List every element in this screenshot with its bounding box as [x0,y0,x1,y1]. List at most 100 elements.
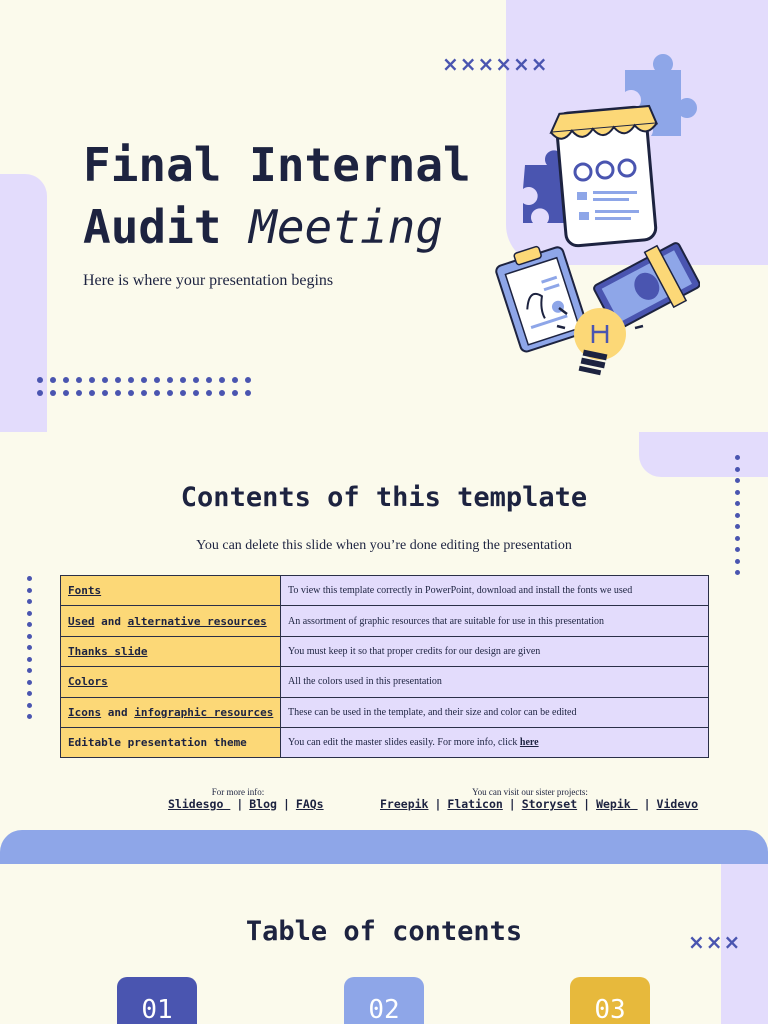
footer-link[interactable]: FAQs [295,797,324,811]
dot-decoration [141,390,147,396]
dot-decoration [193,390,199,396]
resource-name-cell: Colors [60,666,281,698]
resource-description-cell: An assortment of graphic resources that … [280,605,709,637]
cash-bundle-icon [593,242,700,331]
resource-name-cell: Thanks slide [60,635,281,668]
dot-decoration [154,377,160,383]
dot-decoration [735,570,740,575]
dot-decoration [27,691,32,696]
dot-decoration [735,489,740,495]
slide-heading: Table of contents [245,916,523,947]
dot-decoration [89,377,95,383]
resource-name-cell: Fonts [60,574,281,607]
dot-decoration [27,668,32,673]
resource-description-cell: To view this template correctly in Power… [280,574,709,607]
dot-decoration [128,377,134,383]
shopping-business-illustration [495,54,700,376]
footer-link[interactable]: Freepik [380,797,429,811]
dot-decoration [27,702,32,708]
dot-decoration [27,610,32,616]
dot-decoration [128,390,134,396]
dot-decoration [735,547,740,552]
dot-decoration [193,377,199,383]
clipboard-report-icon [495,245,589,353]
resource-link[interactable]: Colors [68,675,108,689]
dot-decoration [115,377,121,383]
dot-decoration [232,377,238,383]
section-number: 03 [594,995,626,1024]
resource-description: To view this template correctly in Power… [288,585,633,597]
dot-decoration [89,390,95,396]
title-line-2-plain: Audit [83,200,250,254]
dot-decoration [141,377,147,383]
link-separator: | [434,797,442,811]
resource-text: and [94,614,128,628]
dot-decoration [219,377,225,383]
link-separator: | [508,797,516,811]
resource-description-cell: You can edit the master slides easily. F… [280,726,709,759]
dot-decoration [27,633,32,639]
lavender-tab-decoration [639,432,768,477]
footer-link[interactable]: Videvo [656,797,699,811]
resource-description-cell: All the colors used in this presentation [280,666,709,698]
dot-decoration [115,390,121,396]
dot-decoration [27,599,32,604]
resource-name-cell: Used and alternative resources [60,605,281,637]
dot-decoration [232,390,238,396]
slide-subheading: You can delete this slide when you’re do… [196,538,572,553]
dot-decoration [27,576,32,581]
sister-projects-block: You can visit our sister projects: Freep… [380,787,698,811]
resource-description: You must keep it so that proper credits … [288,645,541,657]
resource-link[interactable]: Icons [68,705,102,719]
table-row: Fonts To view this template correctly in … [60,574,709,607]
dot-decoration [76,377,82,383]
smartphone-store-icon [549,104,659,248]
table-of-contents-slide: Table of contents ××× 01 02 03 [0,864,768,1024]
dot-decoration [50,390,56,396]
resource-description: All the colors used in this presentation [288,676,442,688]
footer-link[interactable]: Slidesgo [168,797,231,811]
section-number: 02 [368,995,400,1024]
here-link[interactable]: here [519,737,539,749]
resource-link[interactable]: alternative resources [127,614,267,628]
dot-decoration [735,558,740,564]
section-number-badge-3: 03 [570,977,650,1024]
footer-link[interactable]: Blog [249,797,277,811]
footer-link[interactable]: Flaticon [447,797,503,811]
dot-decoration [735,524,740,529]
section-number-badge-1: 01 [117,977,197,1024]
dot-decoration [27,587,32,593]
resource-link[interactable]: Fonts [68,584,102,598]
dot-decoration [63,377,69,383]
resource-name-cell: Editable presentation theme [60,726,281,759]
dot-decoration [180,390,186,396]
dot-grid-decoration [37,377,251,396]
resource-link[interactable]: Used [68,614,95,628]
lavender-side-block [721,864,768,1024]
resource-description-cell: You must keep it so that proper credits … [280,635,709,668]
dot-decoration [167,377,173,383]
dot-decoration [154,390,160,396]
resource-text: Editable presentation theme [68,736,247,750]
resource-link[interactable]: Thanks slide [68,644,148,658]
dot-decoration [735,478,740,483]
section-number-badge-2: 02 [344,977,424,1024]
footer-link[interactable]: Storyset [521,797,578,811]
dot-decoration [27,645,32,650]
dot-decoration [245,377,251,383]
slide-heading: Contents of this template [180,482,588,513]
dot-decoration [37,377,43,383]
link-separator: | [236,797,244,811]
dot-decoration [167,390,173,396]
vertical-dots-decoration [27,576,32,719]
title-line-1: Final Internal [83,138,471,192]
resource-description: You can edit the master slides easily. F… [288,737,520,749]
dot-decoration [76,390,82,396]
footer-link[interactable]: Wepik [596,797,638,811]
cross-pattern-decoration: ××× [688,930,742,954]
section-number: 01 [141,995,173,1024]
dot-decoration [735,455,740,460]
vertical-dots-decoration [735,455,740,575]
dot-decoration [735,501,740,506]
resource-link[interactable]: infographic resources [134,705,274,719]
